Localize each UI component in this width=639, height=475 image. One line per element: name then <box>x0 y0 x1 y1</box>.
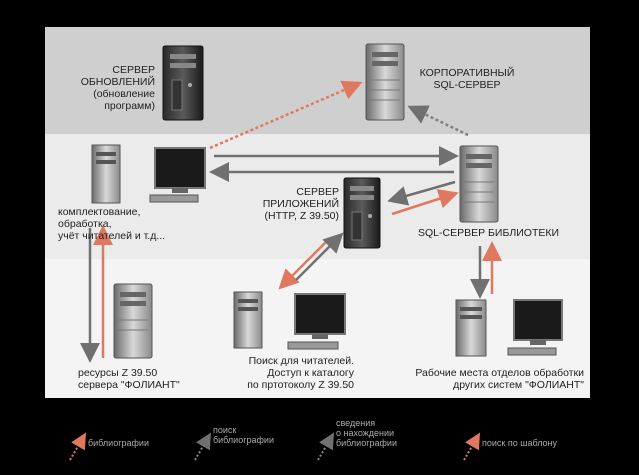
app-server-icon <box>343 177 381 249</box>
label-app-server: СЕРВЕР ПРИЛОЖЕНИЙ (HTTP, Z 39.50) <box>262 186 339 222</box>
legend-arrow-2 <box>194 432 212 461</box>
label-corp-sql: КОРПОРАТИВНЫЙ SQL-СЕРВЕР <box>419 67 515 91</box>
other-workstation-icon <box>455 299 563 357</box>
label-reader-search: Поиск для читателей. Доступ к каталогу п… <box>247 355 354 391</box>
legend-arrow-1 <box>69 432 87 461</box>
arrow-app-server-to-library <box>391 189 459 216</box>
arrow-workstation-to-update-server <box>209 80 363 150</box>
legend-item-3: сведения о нахождении библиографии <box>336 418 397 448</box>
legend-arrow-4 <box>463 432 481 461</box>
arrow-reader-to-app-server <box>295 232 344 281</box>
legend-item-2: поиск библиографии <box>213 425 274 445</box>
label-update-server: СЕРВЕР ОБНОВЛЕНИЙ (обновление программ) <box>80 64 155 112</box>
legend-arrows <box>69 432 481 461</box>
legend-item-1: библиографии <box>88 438 149 448</box>
corp-sql-server-icon <box>365 43 405 121</box>
label-z3950-resources: ресурсы Z 39.50 сервера "ФОЛИАНТ" <box>78 367 180 391</box>
band-top <box>45 27 590 134</box>
connection-arrows <box>80 80 502 363</box>
label-workstation: комплектование, обработка, учёт читателе… <box>58 206 166 242</box>
z3950-server-icon <box>113 283 153 359</box>
arrow-library-to-app-server <box>387 180 456 206</box>
legend-arrow-3 <box>317 432 335 461</box>
workstation-icon <box>91 144 206 204</box>
label-library-sql: SQL-СЕРВЕР БИБЛИОТЕКИ <box>418 227 560 239</box>
arrow-library-to-corp-sql <box>407 105 469 137</box>
reader-workstation-icon <box>233 291 346 350</box>
library-sql-server-icon <box>459 145 499 223</box>
update-server-icon <box>162 45 204 121</box>
legend-item-4: поиск по шаблону <box>482 438 558 448</box>
label-other-workplaces: Рабочие места отделов обработки других с… <box>415 367 584 391</box>
arrow-app-server-to-reader <box>278 237 331 290</box>
